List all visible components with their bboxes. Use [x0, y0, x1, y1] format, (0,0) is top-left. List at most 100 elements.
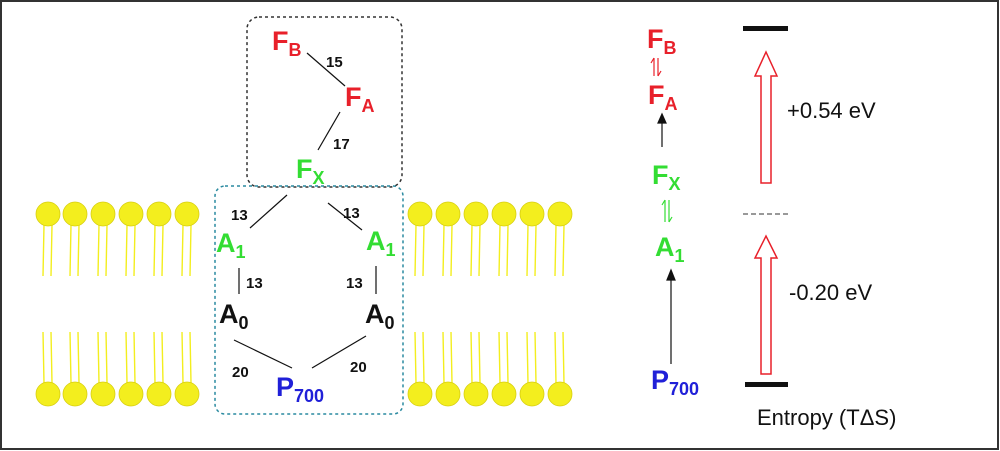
lipid-head-lower	[90, 381, 116, 407]
lipid-head-lower	[547, 381, 573, 407]
lipid-head-lower	[435, 381, 461, 407]
bottom-energy-level	[745, 382, 788, 387]
lipid-head-upper	[463, 201, 489, 227]
lower-energy-label: -0.20 eV	[789, 280, 872, 305]
lipid-head-lower	[35, 381, 61, 407]
lower-energy-arrow-icon	[753, 234, 779, 375]
top-energy-level	[743, 26, 788, 31]
electron-transfer-lines	[233, 52, 377, 369]
lipid-tail	[526, 224, 529, 277]
lipid-head-upper	[90, 201, 116, 227]
distance-a1-a0-right: 13	[346, 275, 363, 292]
lipid-tail	[422, 331, 425, 384]
distance-fx-a1-left: 13	[231, 207, 248, 224]
lipid-tail	[161, 331, 164, 384]
lipid-tail	[506, 331, 509, 384]
lipid-tail	[97, 224, 100, 277]
scheme-p700-label: P700	[651, 365, 699, 399]
lipid-tail	[506, 224, 509, 277]
lipid-head-lower	[407, 381, 433, 407]
lipid-tail	[478, 224, 481, 277]
lipid-tail	[69, 331, 72, 384]
lipid-tail	[125, 224, 128, 277]
lipid-head-upper	[146, 201, 172, 227]
lipid-tail	[562, 224, 565, 277]
lipid-head-lower	[62, 381, 88, 407]
scheme-fa-label: FA	[648, 80, 678, 114]
lipid-head-lower	[174, 381, 200, 407]
lipid-tail	[554, 224, 557, 277]
entropy-axis-label: Entropy (TΔS)	[757, 405, 896, 430]
lipid-head-upper	[547, 201, 573, 227]
fa-fx-link	[317, 111, 341, 151]
lipid-tail	[153, 331, 156, 384]
lipid-head-lower	[519, 381, 545, 407]
fb-label: FB	[272, 26, 302, 60]
fx-a1-left-link	[249, 194, 288, 229]
lipid-head-upper	[118, 201, 144, 227]
lipid-tail	[450, 224, 453, 277]
lipid-tail	[133, 331, 136, 384]
lipid-tail	[414, 331, 417, 384]
upper-energy-arrow-icon	[753, 50, 779, 184]
lipid-tail	[77, 331, 80, 384]
a1-right-label: A1	[366, 226, 396, 260]
p700-label: P700	[276, 372, 324, 406]
lipid-head-upper	[491, 201, 517, 227]
fx-a1-equilibrium-icon	[661, 199, 673, 223]
lipid-tail	[50, 331, 53, 384]
distance-a0-p700-left: 20	[232, 364, 249, 381]
lipid-tail	[189, 331, 192, 384]
distance-a1-a0-left: 13	[246, 275, 263, 292]
a0-p700-right-link	[311, 335, 367, 369]
lipid-tail	[105, 224, 108, 277]
lipid-head-upper	[35, 201, 61, 227]
lipid-tail	[42, 224, 45, 277]
lipid-tail	[498, 224, 501, 277]
fb-fa-equilibrium-icon	[650, 57, 662, 77]
lipid-head-upper	[62, 201, 88, 227]
lipid-tail	[77, 224, 80, 277]
lipid-tail	[133, 224, 136, 277]
lipid-head-upper	[519, 201, 545, 227]
lipid-tail	[534, 224, 537, 277]
lipid-tail	[554, 331, 557, 384]
lipid-tail	[498, 331, 501, 384]
a0-left-label: A0	[219, 299, 249, 333]
forward-arrows	[657, 112, 676, 364]
a0-right-label: A0	[365, 299, 395, 333]
a0-p700-left-link	[233, 339, 293, 369]
fa-label: FA	[345, 82, 375, 116]
lipid-tail	[534, 331, 537, 384]
distance-fx-a1-right: 13	[343, 205, 360, 222]
a1-left-label: A1	[216, 228, 246, 262]
iron-sulfur-cluster-box	[246, 16, 403, 188]
lipid-tail	[414, 224, 417, 277]
lipid-tail	[153, 224, 156, 277]
lipid-head-lower	[491, 381, 517, 407]
fx-to-fa-arrowhead	[657, 112, 667, 124]
lipid-head-lower	[463, 381, 489, 407]
upper-energy-label: +0.54 eV	[787, 98, 876, 123]
lipid-head-upper	[407, 201, 433, 227]
p700-to-a1-arrowhead	[666, 268, 676, 281]
distance-a0-p700-right: 20	[350, 359, 367, 376]
lipid-tail	[562, 331, 565, 384]
fx-label: FX	[296, 154, 325, 188]
lipid-head-upper	[435, 201, 461, 227]
distance-fb-fa: 15	[326, 54, 343, 71]
lipid-tail	[470, 331, 473, 384]
lipid-tail	[42, 331, 45, 384]
lipid-head-lower	[118, 381, 144, 407]
lipid-tail	[125, 331, 128, 384]
scheme-a1-label: A1	[655, 232, 685, 266]
lipid-tail	[50, 224, 53, 277]
lipid-tail	[181, 224, 184, 277]
lipid-tail	[422, 224, 425, 277]
lipid-head-lower	[146, 381, 172, 407]
lipid-tail	[526, 331, 529, 384]
scheme-fx-label: FX	[652, 160, 681, 194]
